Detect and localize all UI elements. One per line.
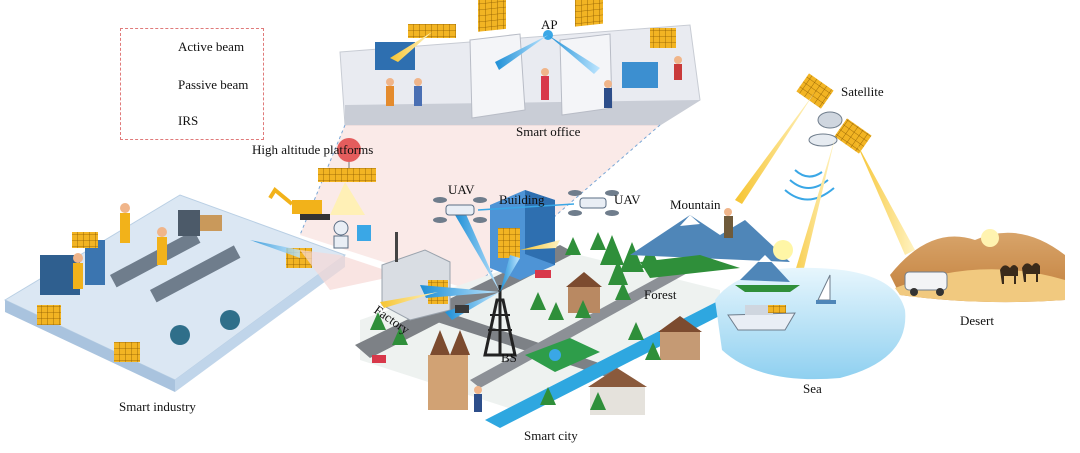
balloon-icon <box>337 138 361 162</box>
satellite-icon <box>784 73 872 201</box>
building-label: Building <box>499 192 545 207</box>
sailboat-icon <box>816 274 836 304</box>
smart-office-area <box>299 0 701 291</box>
satellite-label: Satellite <box>841 84 884 99</box>
uav-right <box>568 190 619 216</box>
forest-label: Forest <box>644 287 677 302</box>
sea-label: Sea <box>803 381 822 396</box>
uav-left <box>433 197 487 223</box>
smart-industry-label: Smart industry <box>119 399 196 414</box>
legend-irs-label: IRS <box>178 113 199 128</box>
car-icon <box>535 270 551 278</box>
smart-industry-area <box>3 194 400 392</box>
bs-label: BS <box>501 350 517 365</box>
smart-office-label: Smart office <box>516 124 581 139</box>
desert-area <box>890 229 1065 303</box>
desert-label: Desert <box>960 313 994 328</box>
robot-icon <box>333 220 349 249</box>
legend: Active beam Passive beam IRS <box>120 28 264 140</box>
high-altitude-platforms-label: High altitude platforms <box>252 142 374 157</box>
base-station-tower-icon <box>483 285 517 357</box>
hap-irs-panel-icon <box>318 168 376 182</box>
mountain-label: Mountain <box>670 197 721 212</box>
uav-right-label: UAV <box>614 192 641 207</box>
uav-left-label: UAV <box>448 182 475 197</box>
smart-city-label: Smart city <box>524 428 578 443</box>
legend-passive-beam-label: Passive beam <box>178 77 249 92</box>
camel-icon <box>1000 263 1040 284</box>
legend-active-beam-label: Active beam <box>178 39 245 54</box>
car-icon <box>904 271 948 296</box>
ap-label: AP <box>541 17 558 32</box>
smart-city-area <box>355 190 735 428</box>
mountain-area <box>630 208 793 278</box>
excavator-icon <box>268 187 330 220</box>
city-trees <box>370 232 661 410</box>
sea-area <box>715 255 906 380</box>
hap-area <box>268 138 376 249</box>
ship-icon <box>727 305 796 331</box>
